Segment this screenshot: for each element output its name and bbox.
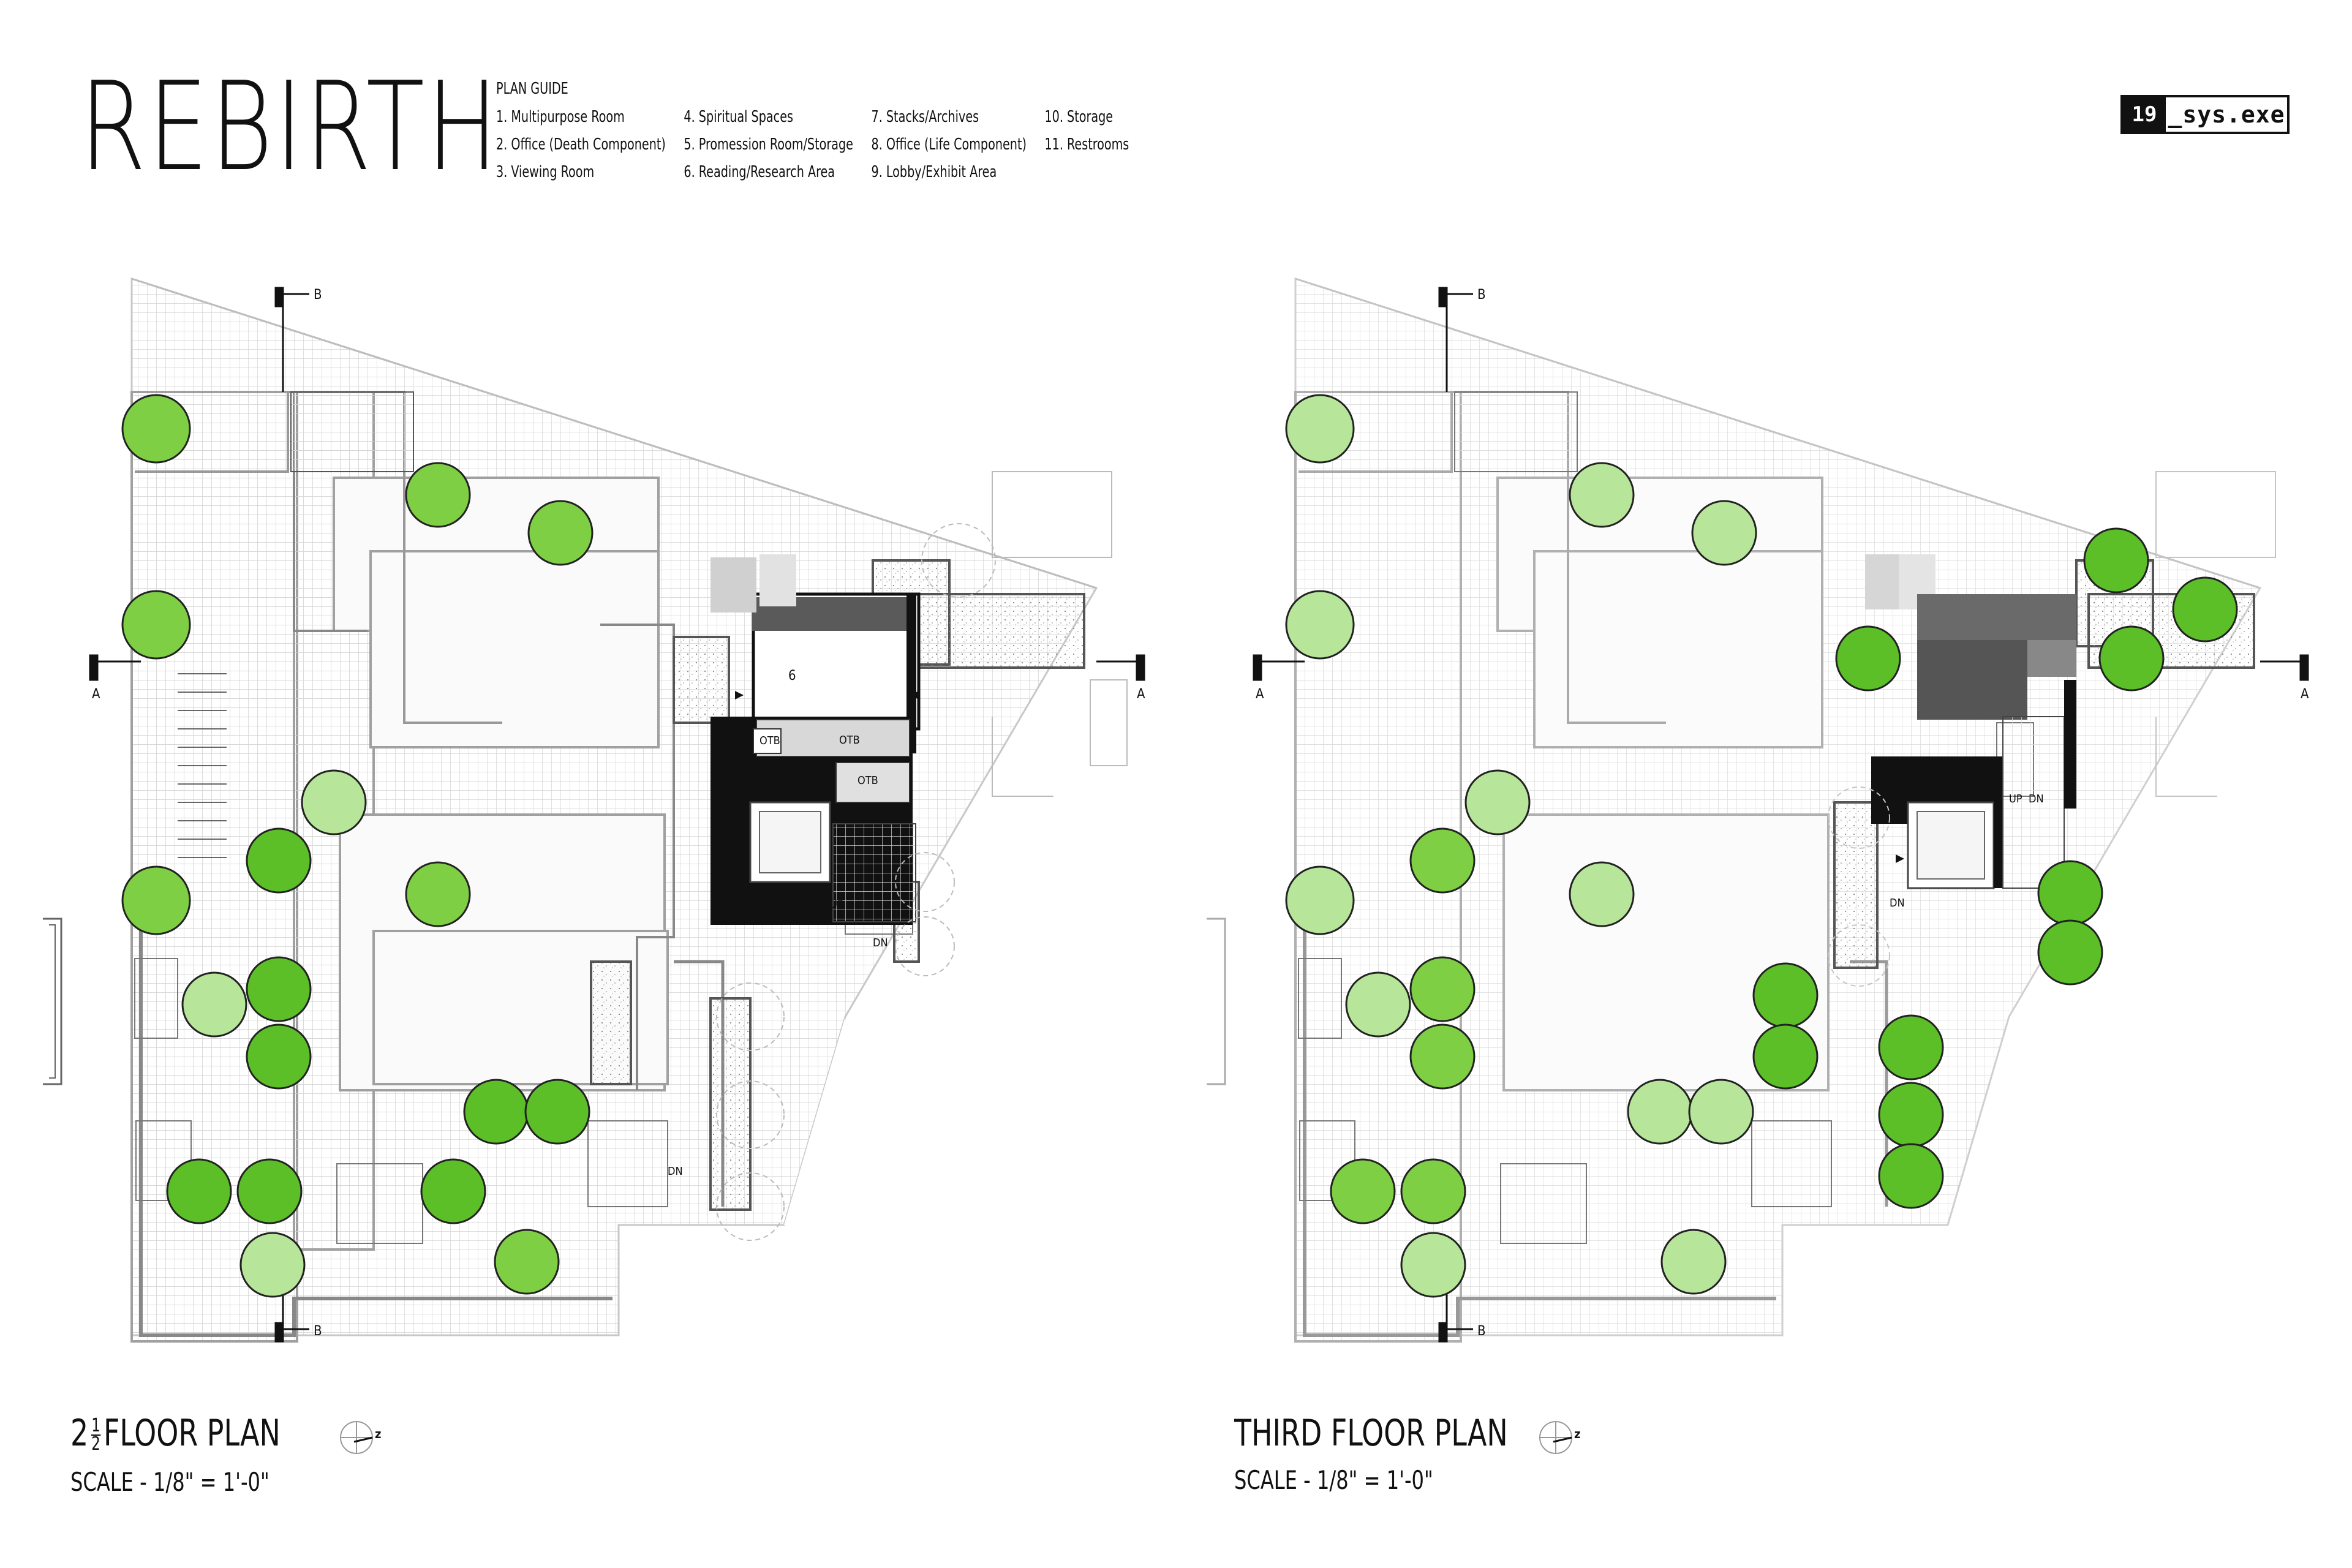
plan-guide-item: 3. Viewing Room xyxy=(496,163,595,181)
otb-label: OTB xyxy=(858,774,878,787)
section-label-b-bottom: B xyxy=(314,1324,322,1339)
plan-guide-item: 8. Office (Life Component) xyxy=(871,135,1027,154)
stair-down-label: DN xyxy=(1890,897,1905,910)
section-label-b: B xyxy=(314,287,322,303)
room-number-label: 6 xyxy=(788,668,796,684)
trees xyxy=(121,394,594,1298)
section-label-b-bottom: B xyxy=(1477,1324,1486,1339)
core-block xyxy=(710,554,921,925)
third-floor-plan: B B A A UP DN DN xyxy=(1207,277,2309,1343)
section-labels: B B A A 6 OTB OTB OTB UP DN DN xyxy=(92,287,1145,1339)
north-arrow-icon: z xyxy=(340,1421,381,1454)
plan-guide-column: 10. Storage 11. Restrooms xyxy=(1044,109,1129,192)
stair-up-label: UP xyxy=(2009,793,2022,805)
plan-guide-item: 2. Office (Death Component) xyxy=(496,135,666,154)
section-label-a-right: A xyxy=(2301,687,2309,702)
stair-down-label: DN xyxy=(668,1165,683,1178)
plan-guide-column: 1. Multipurpose Room 2. Office (Death Co… xyxy=(496,109,666,192)
plan-guide-heading: PLAN GUIDE xyxy=(496,80,568,98)
stair-down-label: DN xyxy=(2029,793,2044,805)
north-label: z xyxy=(375,1427,381,1441)
plan-guide-item: 10. Storage xyxy=(1044,108,1114,126)
otb-label: OTB xyxy=(760,734,780,747)
plan-title: THIRD FLOOR PLAN xyxy=(1234,1412,1508,1455)
core-block xyxy=(1865,554,2076,889)
plan-guide-item: 6. Reading/Research Area xyxy=(684,163,835,181)
plan-guide-item: 4. Spiritual Spaces xyxy=(684,108,794,126)
plan-guide-item: 11. Restrooms xyxy=(1044,135,1129,154)
section-labels: B B A A UP DN DN xyxy=(1256,287,2309,1339)
section-label-a: A xyxy=(92,687,100,702)
project-title: REBIRTH xyxy=(80,56,500,198)
section-markers xyxy=(43,287,1145,1343)
studio-logo: 19 _sys.exe xyxy=(2120,95,2290,134)
plan-scale: SCALE - 1/8" = 1'-0" xyxy=(1234,1465,1433,1495)
north-label: z xyxy=(1574,1427,1580,1441)
plan-guide-column: 7. Stacks/Archives 8. Office (Life Compo… xyxy=(871,109,1026,192)
ghost-outlines xyxy=(1828,471,2276,987)
plan-guide-item: 1. Multipurpose Room xyxy=(496,108,625,126)
plan-guide: PLAN GUIDE 1. Multipurpose Room 2. Offic… xyxy=(496,81,1129,192)
ghost-outlines xyxy=(716,471,1128,1241)
logo-text: _sys.exe xyxy=(2168,101,2285,128)
stairs xyxy=(134,391,913,1244)
section-label-b: B xyxy=(1477,287,1486,303)
trees xyxy=(1285,394,2238,1298)
plan-guide-item: 9. Lobby/Exhibit Area xyxy=(871,163,997,181)
section-label-a-right: A xyxy=(1137,687,1145,702)
otb-label: OTB xyxy=(839,734,860,747)
plan-guide-item: 5. Promession Room/Storage xyxy=(684,135,853,154)
half-floor-plan: B B A A 6 OTB OTB OTB UP DN DN xyxy=(43,277,1145,1343)
stair-up-label: UP xyxy=(830,898,843,911)
plan-caption-right: THIRD FLOOR PLAN SCALE - 1/8" = 1'-0" xyxy=(1234,1415,1508,1495)
north-arrow-icon: z xyxy=(1539,1421,1580,1454)
plan-scale: SCALE - 1/8" = 1'-0" xyxy=(70,1466,270,1497)
plan-guide-column: 4. Spiritual Spaces 5. Promession Room/S… xyxy=(684,109,853,192)
section-markers xyxy=(1207,287,2309,1343)
logo-mark: 19 xyxy=(2123,97,2166,132)
stair-down-label: DN xyxy=(873,937,888,949)
planters xyxy=(590,559,1085,1211)
plan-guide-item: 7. Stacks/Archives xyxy=(871,108,979,126)
section-label-a: A xyxy=(1256,687,1264,702)
